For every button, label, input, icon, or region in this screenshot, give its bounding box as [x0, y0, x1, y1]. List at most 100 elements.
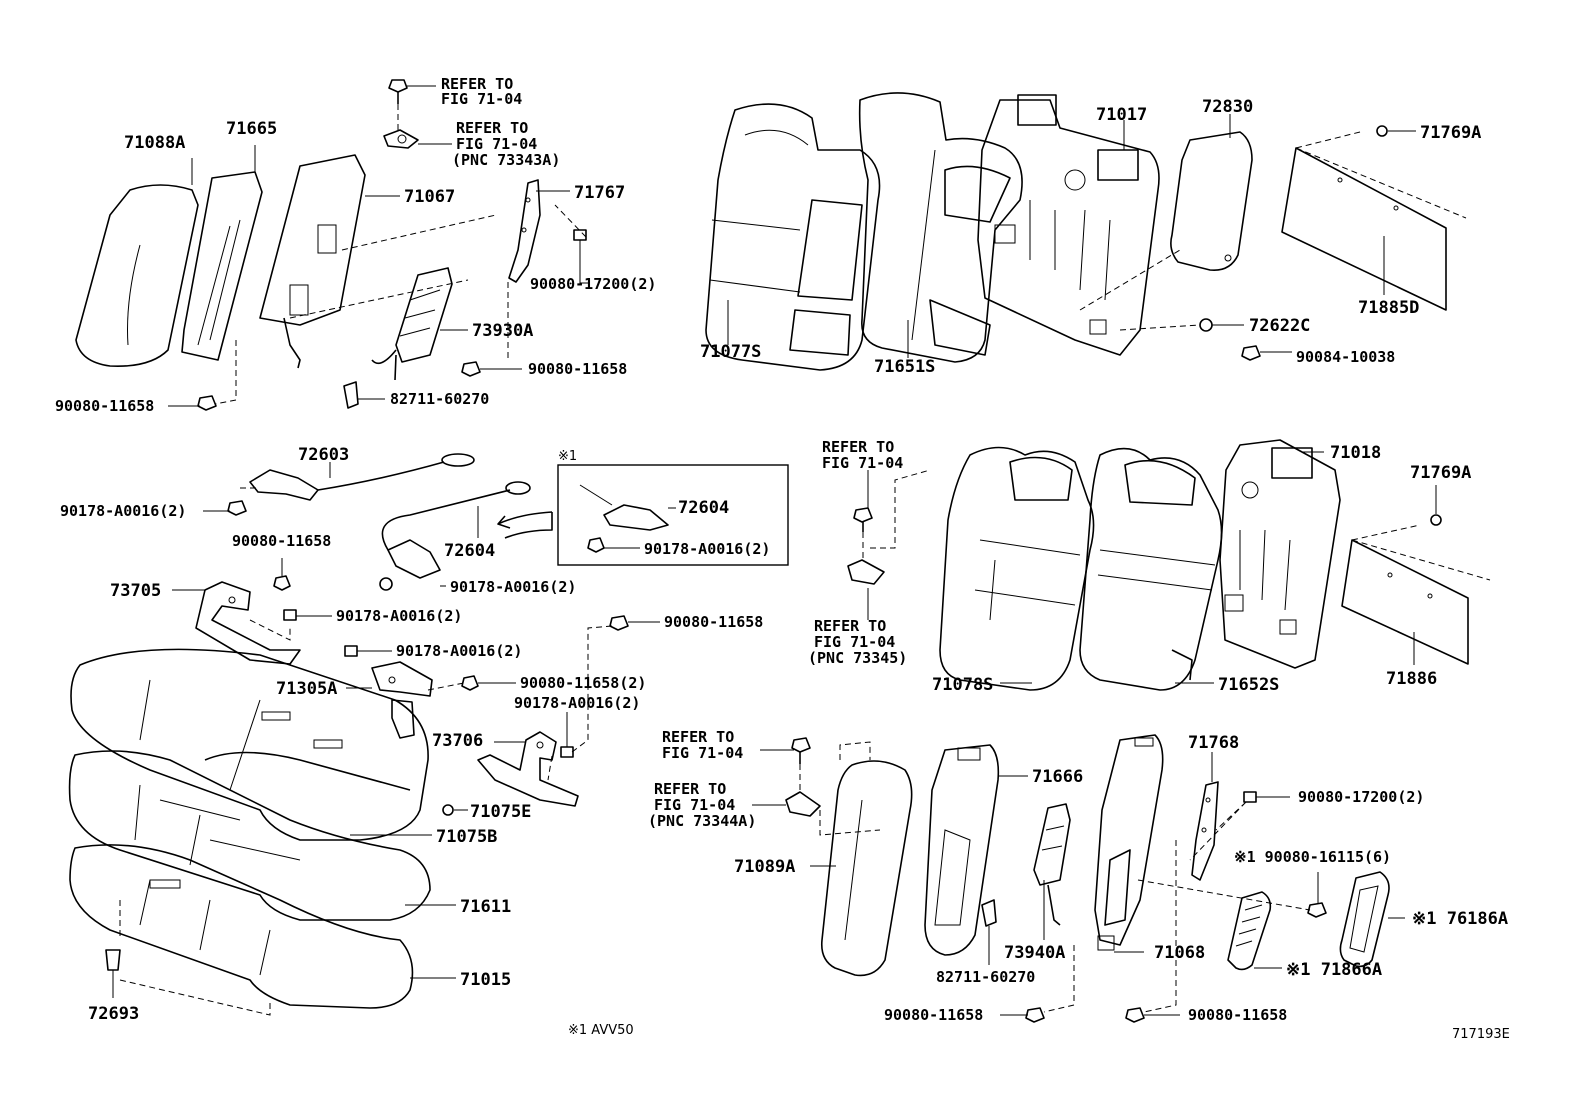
- part-71068-side-frame: [1094, 734, 1164, 951]
- label-refer-to-e: REFER TO: [662, 728, 734, 746]
- label-71305A: 71305A: [276, 679, 337, 699]
- part-72604-cable: [379, 481, 531, 591]
- part-71665-side-cover: [181, 171, 263, 361]
- part-71018-seatback-frame: [1219, 439, 1341, 669]
- label-71017: 71017: [1096, 105, 1147, 125]
- clip-icon-71769A-top: [1376, 125, 1388, 137]
- label-90178-A0016-a: 90178-A0016(2): [60, 502, 186, 520]
- label-pnc-b: (PNC 73343A): [452, 151, 560, 169]
- label-inset-marker: ※1: [558, 449, 577, 464]
- label-71767: 71767: [574, 183, 625, 203]
- label-72604-main: 72604: [444, 541, 495, 561]
- part-71666-side-cover: [924, 744, 1000, 956]
- bolt-icon-11658-bottom-b: [1125, 1007, 1145, 1023]
- label-90178-A0016-e: 90178-A0016(2): [514, 694, 640, 712]
- part-71015-cushion-frame: [69, 844, 414, 1009]
- label-73930A: 73930A: [472, 321, 533, 341]
- part-71067-side-frame: [259, 154, 366, 369]
- label-90080-11658-top-mid: 90080-11658: [528, 360, 627, 378]
- label-71089A: 71089A: [734, 857, 795, 877]
- bolt-icon-10038: [1241, 345, 1261, 361]
- bolt-icon-16115: [1307, 902, 1327, 918]
- label-pnc-d: (PNC 73345): [808, 649, 907, 667]
- label-71088A: 71088A: [124, 133, 185, 153]
- clip-icon-top-refer: [383, 129, 419, 149]
- label-71768: 71768: [1188, 733, 1239, 753]
- clip-icon-refer-c: [853, 507, 873, 532]
- label-72830: 72830: [1202, 97, 1253, 117]
- label-90080-11658-2: 90080-11658(2): [520, 674, 646, 692]
- clip-icon-72693: [105, 949, 121, 971]
- part-71078S-seatback: [939, 446, 1095, 691]
- clip-icon-refer-f: [785, 791, 821, 817]
- part-73940A-module: [1033, 803, 1071, 926]
- label-71075B: 71075B: [436, 827, 497, 847]
- part-72603-cable: [249, 453, 475, 501]
- label-refer-to-d: REFER TO: [814, 617, 886, 635]
- label-72622C: 72622C: [1249, 316, 1310, 336]
- label-76186A: ※1 76186A: [1412, 909, 1508, 929]
- part-71651S-seatback-cover: [858, 92, 1023, 363]
- nut-icon-mid-b: [344, 645, 358, 657]
- part-71885D-panel: [1281, 147, 1447, 311]
- label-71666: 71666: [1032, 767, 1083, 787]
- label-fig-a: FIG 71-04: [441, 90, 522, 108]
- bolt-icon-mid-b: [461, 675, 479, 691]
- nut-icon-mid-c: [560, 746, 574, 758]
- label-71018: 71018: [1330, 443, 1381, 463]
- part-71652S-seatback-cover: [1079, 447, 1223, 691]
- label-refer-to-b: REFER TO: [456, 119, 528, 137]
- label-71866A: ※1 71866A: [1286, 960, 1382, 980]
- label-71075E: 71075E: [470, 802, 531, 822]
- label-refer-to-c: REFER TO: [822, 438, 894, 456]
- part-71089A-side-pad: [820, 760, 913, 977]
- label-90080-17200-top: 90080-17200(2): [530, 275, 656, 293]
- label-71611: 71611: [460, 897, 511, 917]
- part-76186A-frame: [1339, 871, 1390, 968]
- label-90080-16115: ※1 90080-16115(6): [1234, 848, 1391, 866]
- label-90080-11658-right-mid: 90080-11658: [664, 613, 763, 631]
- label-71015: 71015: [460, 970, 511, 990]
- label-90080-11658-bottom-a: 90080-11658: [884, 1006, 983, 1024]
- figure-code: 717193E: [1452, 1027, 1510, 1042]
- label-73705: 73705: [110, 581, 161, 601]
- label-refer-to-f: REFER TO: [654, 780, 726, 798]
- clip-icon-82711-bottom: [981, 899, 997, 927]
- label-pnc-f: (PNC 73344A): [648, 812, 756, 830]
- part-73705-bracket: [195, 581, 301, 665]
- label-72603: 72603: [298, 445, 349, 465]
- label-90080-11658-bottom-b: 90080-11658: [1188, 1006, 1287, 1024]
- label-71769A-top: 71769A: [1420, 123, 1481, 143]
- label-fig-c: FIG 71-04: [822, 454, 903, 472]
- label-73706: 73706: [432, 731, 483, 751]
- label-71665: 71665: [226, 119, 277, 139]
- label-72604-inset: 72604: [678, 498, 729, 518]
- part-71768-bracket: [1191, 781, 1219, 881]
- part-73930A-module: [371, 267, 453, 381]
- clip-icon-71769A-mid: [1430, 514, 1442, 526]
- part-71886-panel: [1341, 539, 1469, 665]
- label-90080-17200-bottom: 90080-17200(2): [1298, 788, 1424, 806]
- label-82711-60270-bottom: 82711-60270: [936, 968, 1035, 986]
- nut-icon-17200-bottom: [1243, 791, 1257, 803]
- label-71651S: 71651S: [874, 357, 935, 377]
- label-fig-f: FIG 71-04: [654, 796, 735, 814]
- part-71088A-side-pad: [75, 184, 199, 367]
- label-90178-A0016-c: 90178-A0016(2): [336, 607, 462, 625]
- label-refer-to-a: REFER TO: [441, 75, 513, 93]
- label-90080-11658-top-left: 90080-11658: [55, 397, 154, 415]
- label-71652S: 71652S: [1218, 675, 1279, 695]
- clip-icon-refer-d: [847, 559, 885, 585]
- part-73706-bracket: [477, 731, 579, 807]
- bolt-icon-11658-a: [461, 361, 481, 377]
- bolt-icon-mid-11658: [273, 575, 291, 591]
- label-72693: 72693: [88, 1004, 139, 1024]
- label-90178-A0016-b: 90178-A0016(2): [450, 578, 576, 596]
- label-71885D: 71885D: [1358, 298, 1419, 318]
- label-fig-d: FIG 71-04: [814, 633, 895, 651]
- part-71767-bracket: [508, 179, 541, 283]
- label-82711-60270-top: 82711-60270: [390, 390, 489, 408]
- label-71077S: 71077S: [700, 342, 761, 362]
- bolt-icon-11658-bottom-a: [1025, 1007, 1045, 1023]
- label-90080-11658-mid: 90080-11658: [232, 532, 331, 550]
